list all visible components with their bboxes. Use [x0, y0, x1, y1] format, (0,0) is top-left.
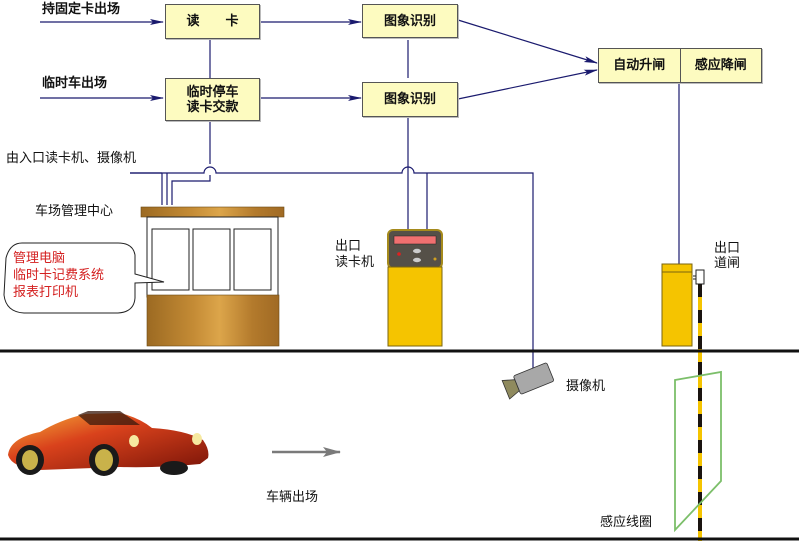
management-booth	[140, 206, 285, 347]
camera-icon	[501, 362, 554, 400]
pole-stripe	[698, 362, 702, 375]
arrow-image1-to-gate	[457, 19, 598, 64]
callout-line-1: 管理电脑	[13, 251, 66, 266]
pole-stripe	[698, 518, 702, 531]
box-temp-parking: 临时停车 读卡交款	[165, 78, 260, 121]
pole-stripe	[698, 531, 702, 541]
barrier-pole	[698, 284, 702, 541]
arrow-image2-to-gate	[457, 69, 598, 100]
pole-stripe	[698, 401, 702, 414]
input-label-fixed-card: 持固定卡出场	[42, 2, 121, 17]
pole-stripe	[698, 414, 702, 427]
box-image-recognition-2-label: 图象识别	[383, 92, 436, 107]
pole-stripe	[698, 284, 702, 297]
pole-stripe	[698, 297, 702, 310]
pole-stripe	[698, 453, 702, 466]
callout-line-2: 临时卡记费系统	[13, 268, 105, 283]
pole-stripe	[698, 466, 702, 479]
pole-stripe	[698, 375, 702, 388]
box-sensor-lower-gate: 感应降闸	[679, 49, 762, 82]
label-entry-reader-camera: 由入口读卡机、摄像机	[6, 151, 137, 166]
label-management-center: 车场管理中心	[35, 204, 114, 219]
pole-stripe	[698, 323, 702, 336]
flow-arrows	[40, 19, 680, 368]
pole-stripe	[698, 479, 702, 492]
pole-stripe	[698, 427, 702, 440]
box-gate-control: 自动升闸 感应降闸	[598, 48, 762, 83]
exit-gate	[661, 263, 705, 347]
sensor-lower-gate-label: 感应降闸	[694, 58, 747, 73]
label-exit-reader-line1: 出口	[335, 239, 362, 254]
label-camera: 摄像机	[566, 379, 606, 394]
label-vehicle-exit: 车辆出场	[266, 490, 319, 505]
box-temp-parking-line1: 临时停车	[186, 84, 239, 100]
pole-stripe	[698, 310, 702, 323]
label-exit-gate-line1: 出口	[714, 241, 741, 256]
box-image-recognition-1: 图象识别	[362, 4, 458, 38]
label-exit-gate-line2: 道闸	[714, 256, 741, 271]
box-temp-parking-line2: 读卡交款	[186, 99, 239, 115]
box-read-card-label: 读 卡	[186, 14, 239, 29]
box-read-card: 读 卡	[165, 4, 260, 39]
pole-stripe	[698, 388, 702, 401]
pole-stripe	[698, 492, 702, 505]
callout-bubble	[3, 242, 165, 314]
exit-card-reader	[387, 229, 443, 347]
induction-loop-icon	[674, 370, 722, 533]
pole-stripe	[698, 336, 702, 349]
pole-stripe	[698, 505, 702, 518]
box-auto-raise-gate: 自动升闸	[599, 49, 680, 82]
auto-raise-gate-label: 自动升闸	[613, 58, 666, 73]
label-exit-reader-line2: 读卡机	[335, 255, 375, 270]
box-image-recognition-1-label: 图象识别	[383, 13, 436, 29]
input-label-temp-car: 临时车出场	[42, 76, 108, 91]
callout-line-3: 报表打印机	[13, 285, 79, 300]
box-image-recognition-2: 图象识别	[362, 82, 458, 117]
pole-stripe	[698, 440, 702, 453]
car-icon	[8, 411, 209, 476]
label-induction-loop: 感应线圈	[600, 515, 653, 530]
pole-stripe	[698, 349, 702, 362]
